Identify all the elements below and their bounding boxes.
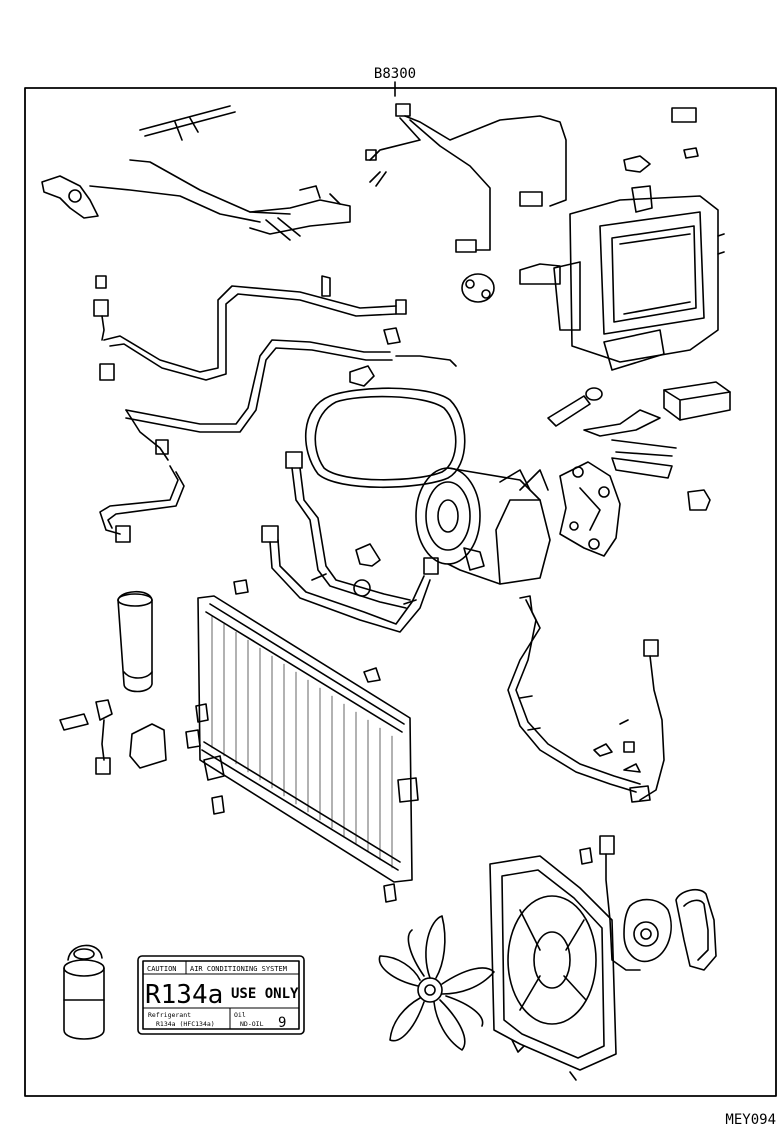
- pressure-switch: [59, 699, 167, 775]
- compressor-bracket: [559, 461, 621, 557]
- expansion-valve-assembly: [41, 105, 351, 241]
- fan-motor: [599, 835, 717, 971]
- refrigerant-detail: R134a (HFC134a): [156, 1020, 215, 1028]
- caution-text: CAUTION: [147, 965, 177, 973]
- receiver-drier: [117, 590, 153, 693]
- use-only-text: USE ONLY: [231, 986, 299, 1002]
- ac-compressor: [415, 467, 551, 585]
- drive-belt: [304, 387, 466, 489]
- oil-type: ND-OIL: [240, 1020, 264, 1028]
- discharge-hose: [261, 451, 439, 633]
- fan-blade: [378, 915, 495, 1051]
- refrigerant-can: [63, 944, 105, 1040]
- refrigerant-code: R134a: [145, 980, 223, 1010]
- refrigerant-word: Refrigerant: [148, 1011, 191, 1019]
- clip-parts: [623, 147, 699, 173]
- group-code-label: B8300: [374, 66, 416, 82]
- condenser: [185, 579, 419, 903]
- thermistor-parts: [547, 381, 731, 511]
- evaporator-unit: [461, 185, 725, 371]
- fan-shroud: [489, 847, 617, 1081]
- system-text: AIR CONDITIONING SYSTEM: [190, 965, 287, 973]
- caution-label: CAUTION AIR CONDITIONING SYSTEM R134a US…: [137, 955, 305, 1035]
- liquid-tube: [507, 595, 665, 803]
- oil-word: Oil: [234, 1011, 246, 1019]
- wire-harness: [365, 103, 697, 253]
- suction-discharge-pipes: [93, 275, 457, 543]
- diagram-frame: [24, 87, 777, 1097]
- figure-code-label: MEY094: [725, 1112, 776, 1128]
- caution-label-inner: [142, 960, 300, 1030]
- oil-number: 9: [278, 1015, 286, 1031]
- caution-label-outer: [137, 955, 305, 1035]
